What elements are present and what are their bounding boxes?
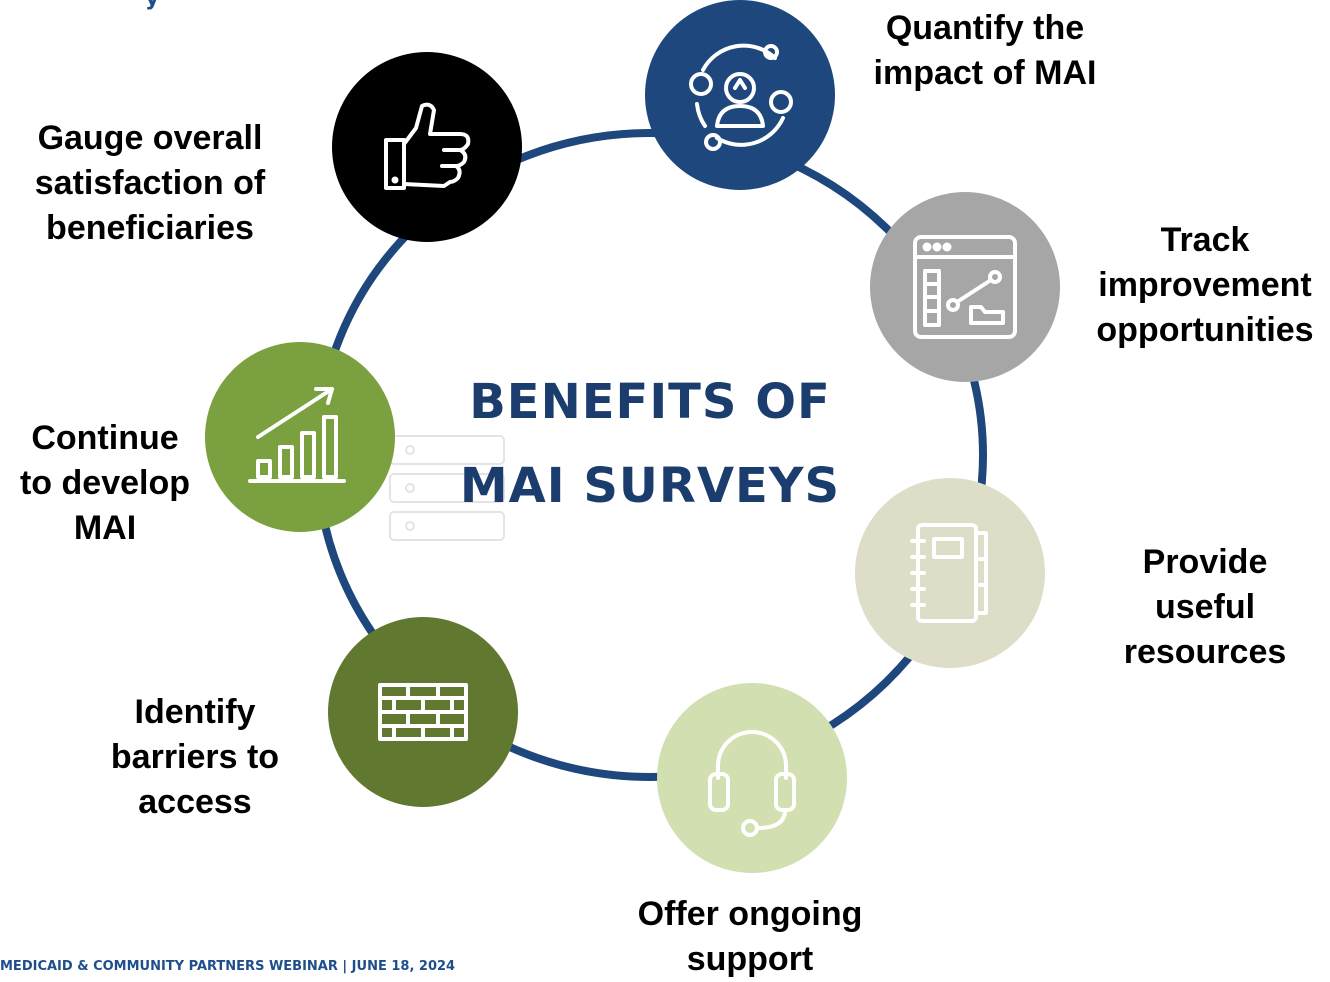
label-provide-resources: Provide useful resources bbox=[1123, 543, 1287, 671]
label-gauge-satisfaction: Gauge overall satisfaction of beneficiar… bbox=[34, 119, 266, 247]
label-identify-barriers: Identify barriers to access bbox=[110, 693, 280, 821]
label-continue-develop: Continue to develop MAI bbox=[19, 419, 191, 547]
growth-chart-icon bbox=[248, 387, 346, 483]
dashboard-window-icon bbox=[913, 235, 1017, 339]
user-network-icon bbox=[689, 43, 793, 151]
node-provide-resources bbox=[855, 478, 1045, 668]
diagram-title: BENEFITS OF MAI SURVEYS bbox=[459, 374, 841, 514]
label-track-improvement: Track improvement opportunities bbox=[1096, 221, 1314, 349]
footer-text: MEDICAID & COMMUNITY PARTNERS WEBINAR | … bbox=[0, 959, 456, 974]
node-offer-support bbox=[657, 683, 847, 873]
notebook-icon bbox=[910, 523, 988, 623]
label-quantify-impact: Quantify the impact of MAI bbox=[873, 9, 1097, 92]
thumbs-up-icon bbox=[384, 102, 471, 190]
node-track-improvement bbox=[870, 192, 1060, 382]
headset-icon bbox=[708, 730, 796, 837]
faded-list-icon bbox=[389, 435, 505, 541]
node-continue-develop bbox=[205, 342, 395, 532]
node-gauge-satisfaction bbox=[332, 52, 522, 242]
node-identify-barriers bbox=[328, 617, 518, 807]
cropped-header-fragment: y bbox=[145, 0, 159, 11]
label-offer-support: Offer ongoing support bbox=[637, 895, 863, 978]
node-quantify-impact bbox=[645, 0, 835, 190]
brick-wall-icon bbox=[378, 683, 468, 741]
